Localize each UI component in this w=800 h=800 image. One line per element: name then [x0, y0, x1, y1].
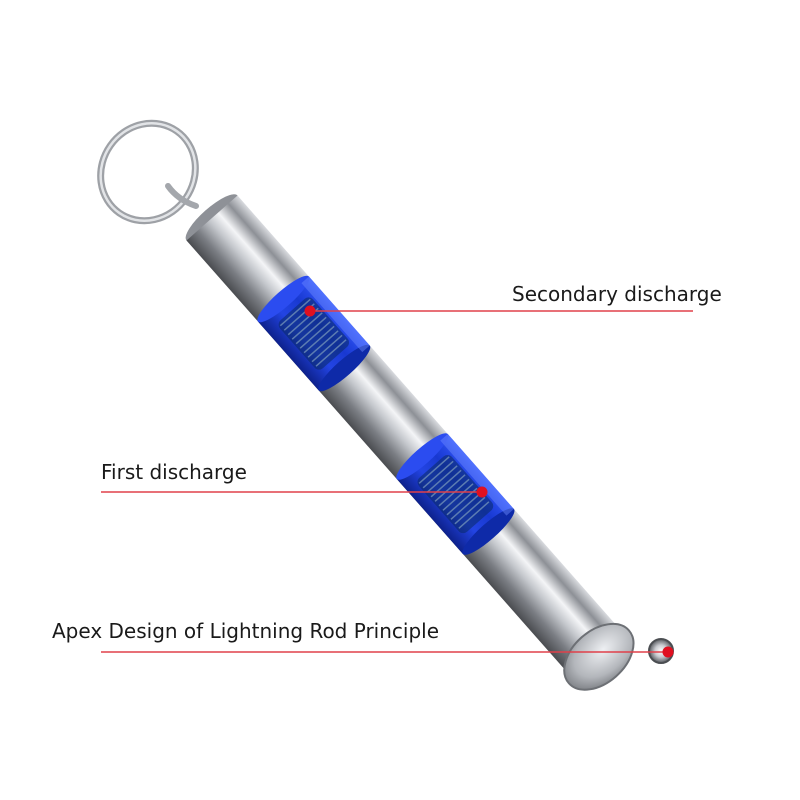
- marker-dot-secondary: [304, 305, 316, 317]
- first-discharge-window: [396, 433, 515, 555]
- callout-label-secondary-discharge: Secondary discharge: [512, 282, 722, 306]
- discharge-rod-body: [185, 194, 635, 691]
- callout-leader-lines: [101, 310, 693, 653]
- rod-end-cap: [563, 622, 635, 691]
- key-ring-icon: [97, 119, 199, 225]
- marker-dot-apex: [662, 646, 674, 658]
- callout-label-apex-design: Apex Design of Lightning Rod Principle: [52, 619, 440, 643]
- secondary-discharge-window: [257, 275, 371, 392]
- callout-markers: [304, 305, 674, 658]
- marker-dot-first: [476, 486, 488, 498]
- callout-label-first-discharge: First discharge: [101, 460, 247, 484]
